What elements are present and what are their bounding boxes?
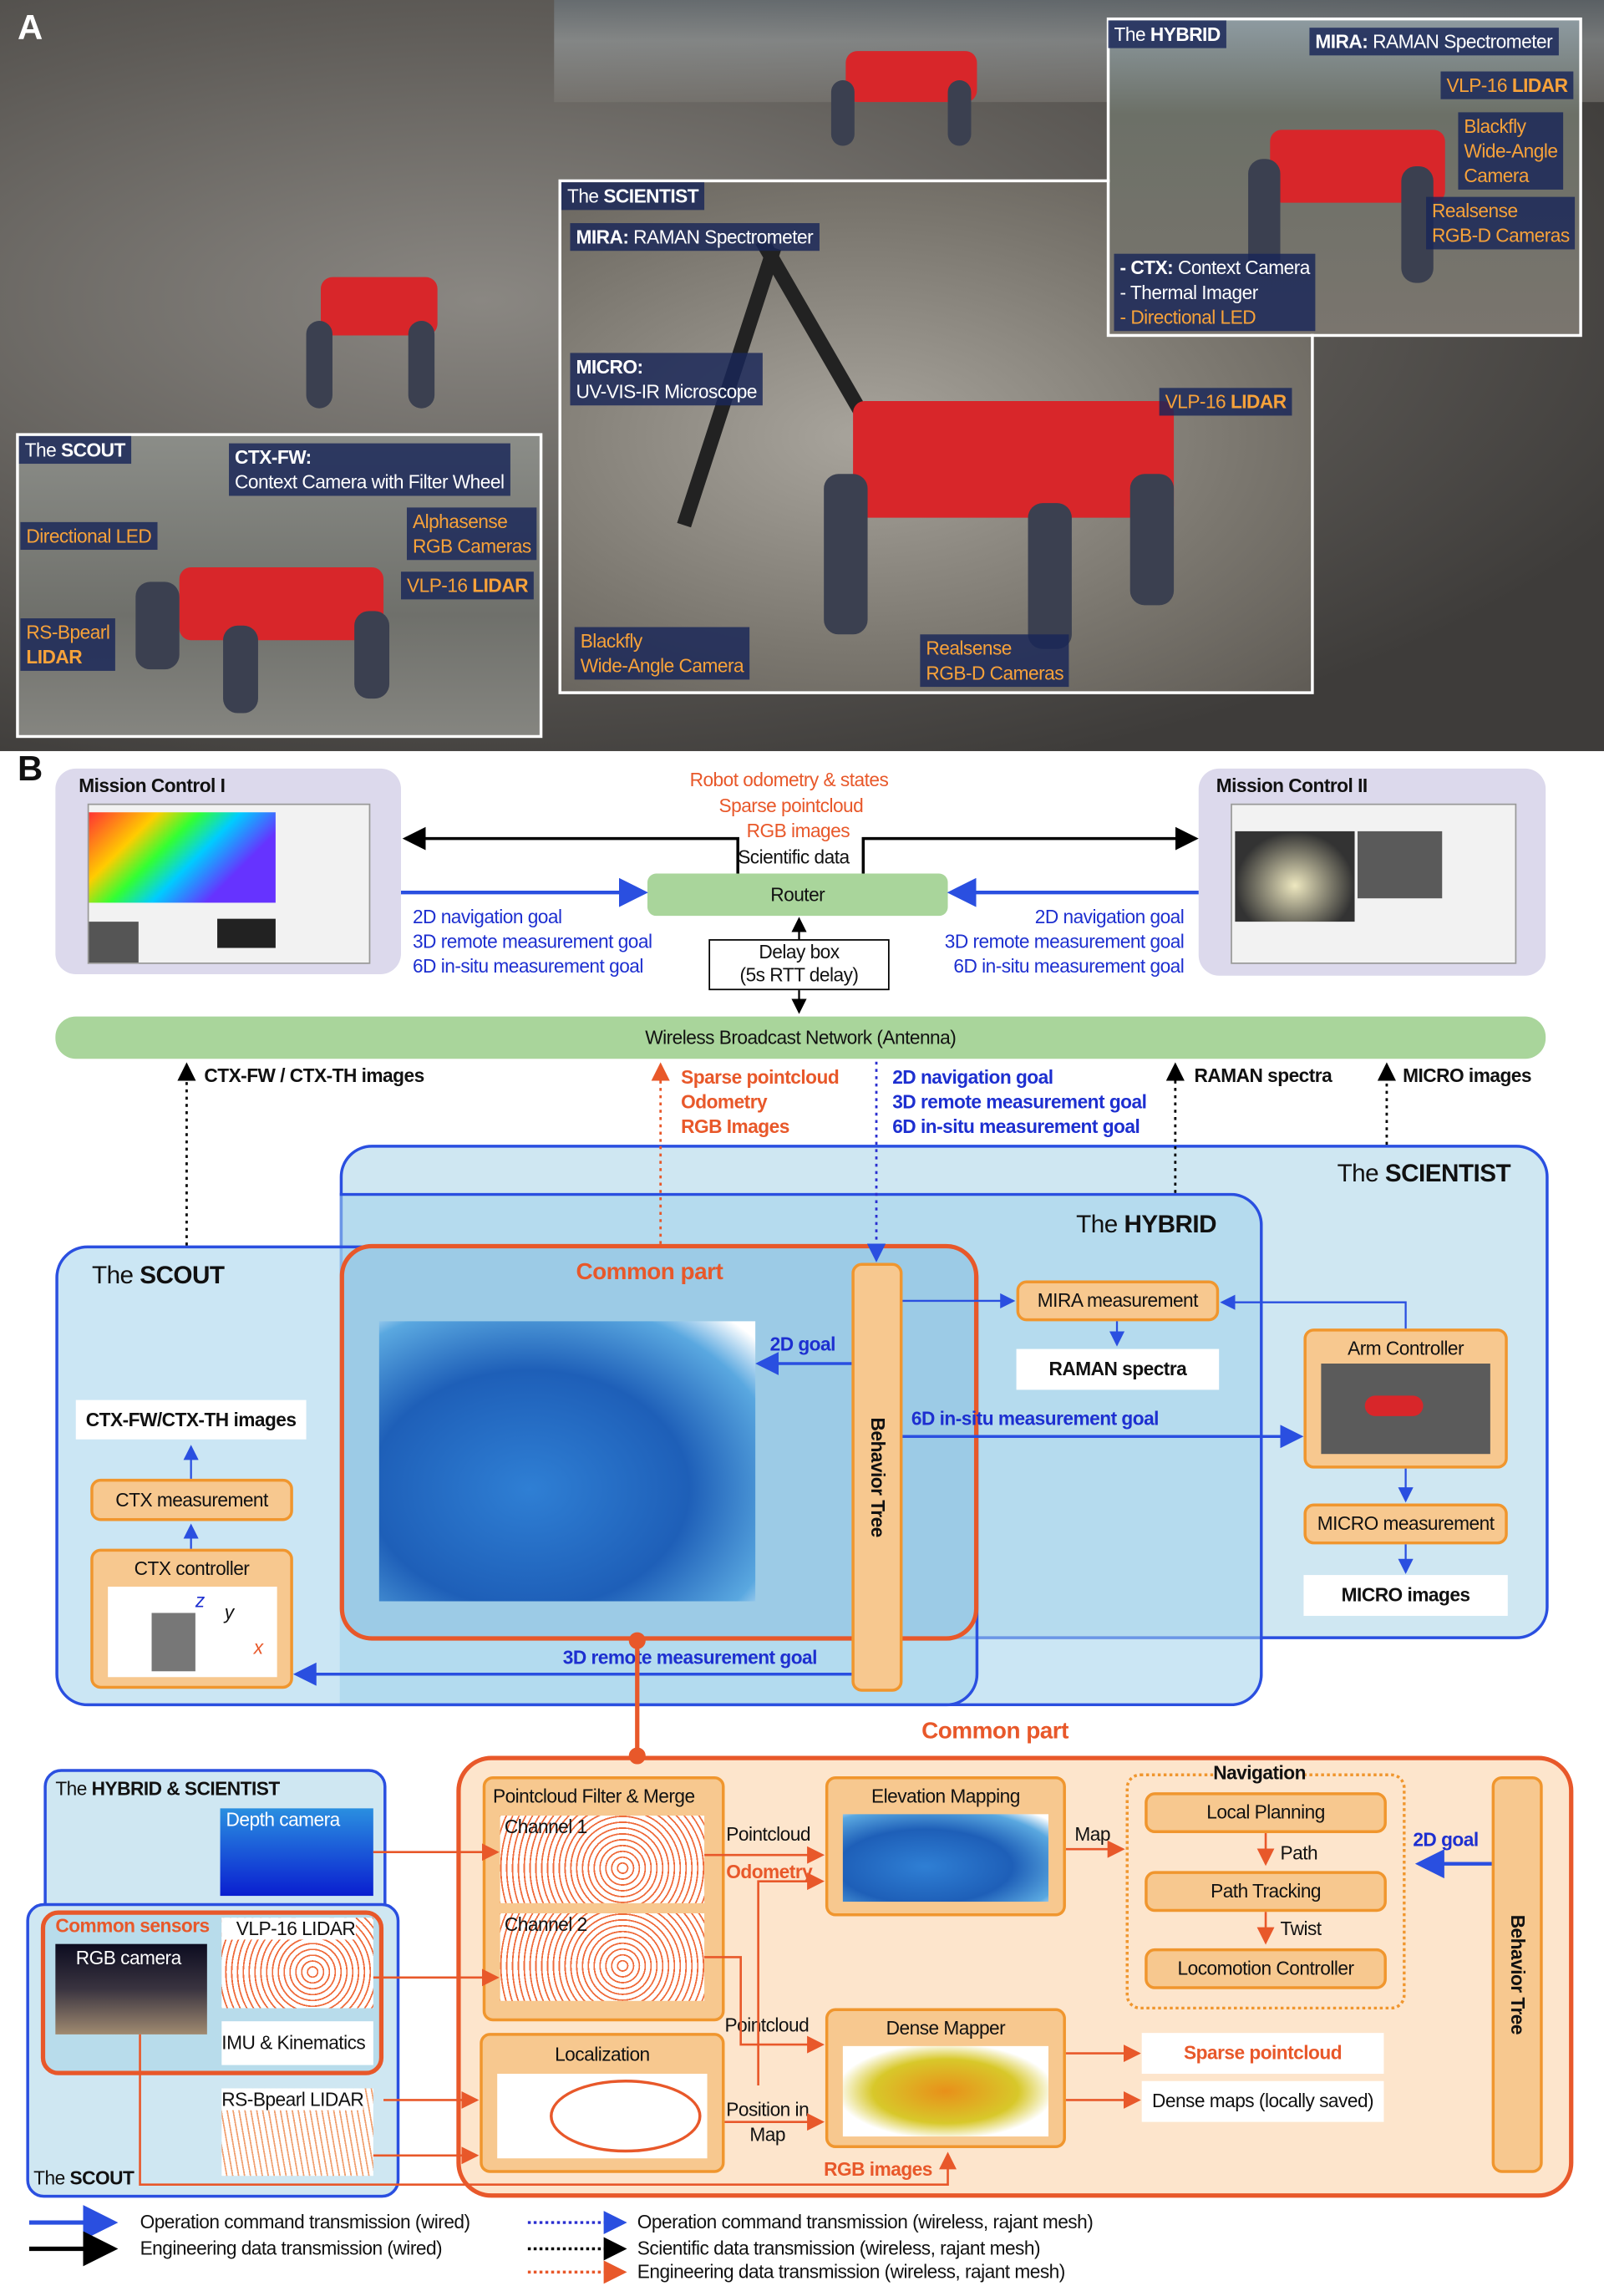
legend-item: Engineering data transmission (wired) xyxy=(140,2237,443,2259)
locomotion-controller: Locomotion Controller xyxy=(1145,1948,1387,1989)
mira-measurement: MIRA measurement xyxy=(1016,1280,1220,1322)
left-goal-6d: 6D in-situ measurement goal xyxy=(412,955,643,978)
hybrid-vlp-label: VLP-16 LIDAR xyxy=(1440,71,1574,99)
navigation-title: Navigation xyxy=(1213,1761,1307,1784)
common-part-c-title: Common part xyxy=(921,1719,1068,1745)
scout-title: The SCOUT xyxy=(18,435,131,465)
scientist-title: The SCIENTIST xyxy=(561,182,705,211)
ctx-images: CTX-FW/CTX-TH images xyxy=(75,1399,307,1440)
legend-item: Engineering data transmission (wireless,… xyxy=(637,2260,1066,2283)
path-label: Path xyxy=(1280,1841,1318,1864)
scout-region-title: The SCOUT xyxy=(91,1261,225,1289)
hybrid-scientist-title: The HYBRID & SCIENTIST xyxy=(55,1777,280,1800)
wireless-network: Wireless Broadcast Network (Antenna) xyxy=(55,1016,1546,1059)
imu-kinematics: IMU & Kinematics xyxy=(221,2021,373,2065)
panel-a-label: A xyxy=(17,8,43,48)
odometry-label: Odometry xyxy=(726,1861,813,1883)
top-data-pointcloud: Sparse pointcloud xyxy=(718,795,864,817)
localization: Localization xyxy=(480,2033,725,2173)
goal-3d-label: 3D remote measurement goal xyxy=(562,1646,818,1669)
common-sensors-title: Common sensors xyxy=(55,1914,210,1937)
arm-controller: Arm Controller xyxy=(1303,1328,1508,1469)
rgb-camera: RGB camera xyxy=(55,1943,207,2034)
right-goal-2d: 2D navigation goal xyxy=(1034,905,1185,928)
elevation-pointcloud-image xyxy=(378,1321,756,1602)
mission-control-1: Mission Control I xyxy=(55,768,401,974)
channel-2: Channel 2 xyxy=(500,1913,705,2001)
ctx-controller: CTX controller z y x xyxy=(90,1548,293,1689)
scout-sensors-title: The SCOUT xyxy=(33,2166,135,2189)
hybrid-ctx-label: - CTX: Context Camera- Thermal Imager- D… xyxy=(1114,253,1316,332)
vlp-lidar: VLP-16 LIDAR xyxy=(221,1918,373,2009)
dense-maps-output: Dense maps (locally saved) xyxy=(1141,2080,1384,2122)
uplink-raman: RAMAN spectra xyxy=(1194,1064,1332,1087)
local-planning: Local Planning xyxy=(1145,1792,1387,1834)
uplink-ctx: CTX-FW / CTX-TH images xyxy=(204,1064,424,1087)
left-goal-2d: 2D navigation goal xyxy=(412,905,562,928)
left-goal-3d: 3D remote measurement goal xyxy=(412,930,652,952)
pointcloud-label-1: Pointcloud xyxy=(726,1822,810,1845)
twist-label: Twist xyxy=(1280,1918,1322,1940)
elevation-mapping: Elevation Mapping xyxy=(825,1775,1066,1917)
goal-6d-label: 6D in-situ measurement goal xyxy=(911,1407,1160,1430)
goal-2d-c-label: 2D goal xyxy=(1413,1828,1479,1851)
right-goal-3d: 3D remote measurement goal xyxy=(944,930,1185,952)
goal-2d-label: 2D goal xyxy=(769,1333,836,1355)
ctx-measurement: CTX measurement xyxy=(90,1478,293,1521)
mission-control-2: Mission Control II xyxy=(1198,768,1546,976)
scout-led-label: Directional LED xyxy=(20,521,158,551)
mission-control-1-screen xyxy=(87,803,371,964)
legend-item: Operation command transmission (wireless… xyxy=(637,2211,1094,2233)
scout-vlp-label: VLP-16 LIDAR xyxy=(400,571,534,600)
common-part-title: Common part xyxy=(576,1260,723,1285)
path-tracking: Path Tracking xyxy=(1145,1871,1387,1912)
top-data-odometry: Robot odometry & states xyxy=(689,768,889,791)
top-data-rgb: RGB images xyxy=(746,819,850,842)
scientist-region-title: The SCIENTIST xyxy=(1337,1159,1511,1187)
router: Router xyxy=(647,873,948,917)
hybrid-robot-bg xyxy=(816,22,991,153)
legend-item: Scientific data transmission (wireless, … xyxy=(637,2237,1041,2259)
scout-robot-bg xyxy=(292,248,452,409)
rgb-images-label: RGB images xyxy=(824,2158,932,2181)
micro-measurement: MICRO measurement xyxy=(1303,1503,1508,1545)
behavior-tree-b: Behavior Tree xyxy=(851,1262,903,1692)
map-label: Map xyxy=(1074,1822,1110,1845)
uplink-micro: MICRO images xyxy=(1403,1064,1531,1087)
channel-1: Channel 1 xyxy=(500,1816,705,1903)
behavior-tree-c: Behavior Tree xyxy=(1491,1775,1543,2173)
top-data-scientific: Scientific data xyxy=(738,846,850,868)
hybrid-region-title: The HYBRID xyxy=(1076,1210,1217,1238)
legend: Operation command transmission (wired) E… xyxy=(28,2205,1342,2290)
scientist-mira-label: MIRA: RAMAN Spectrometer xyxy=(570,223,820,251)
depth-camera: Depth camera xyxy=(220,1808,373,1897)
panel-b-label: B xyxy=(17,749,43,790)
pointcloud-label-2: Pointcloud xyxy=(724,2014,810,2036)
legend-item: Operation command transmission (wired) xyxy=(140,2211,471,2233)
micro-images: MICRO images xyxy=(1303,1575,1508,1616)
mission-control-2-screen xyxy=(1231,803,1517,964)
delay-box: Delay box(5s RTT delay) xyxy=(708,939,890,991)
scout-ctx-label: CTX-FW:Context Camera with Filter Wheel xyxy=(229,443,510,496)
scientist-micro-label: MICRO:UV-VIS-IR Microscope xyxy=(570,353,763,406)
hybrid-title: The HYBRID xyxy=(1108,20,1226,48)
right-goal-6d: 6D in-situ measurement goal xyxy=(953,955,1185,978)
raman-spectra: RAMAN spectra xyxy=(1016,1349,1220,1390)
hybrid-mira-label: MIRA: RAMAN Spectrometer xyxy=(1309,28,1559,56)
scientist-vlp-label: VLP-16 LIDAR xyxy=(1159,388,1292,416)
bpearl-lidar: RS-Bpearl LIDAR xyxy=(221,2088,373,2177)
sparse-pointcloud-output: Sparse pointcloud xyxy=(1141,2033,1384,2075)
dense-mapper: Dense Mapper xyxy=(825,2008,1066,2149)
